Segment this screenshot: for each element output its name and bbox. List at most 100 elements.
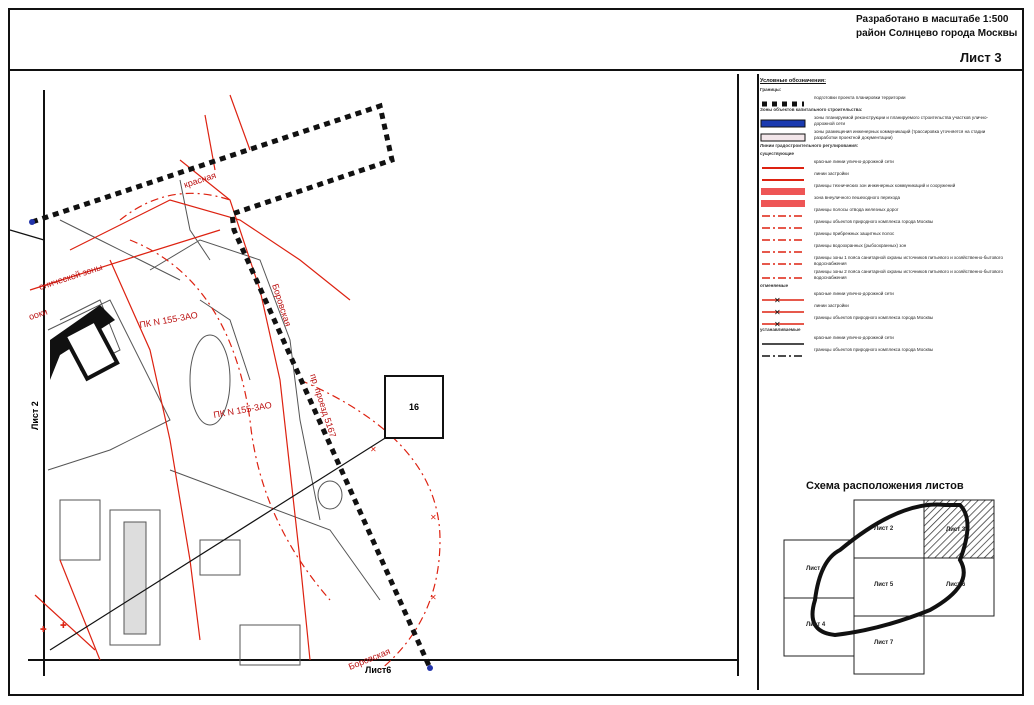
legend-section-5: устанавливаемые: [760, 327, 801, 332]
pk-label-1: ПК N 155-3АО: [139, 310, 199, 330]
legend-item-text: зоны планируемой реконструкции и планиру…: [814, 115, 989, 126]
scheme-sheet-6: Лист 6: [946, 582, 966, 588]
legend-section-2: Зоны объектов капитального строительства…: [760, 107, 863, 112]
legend-item-text: красные линии улично-дорожной сети: [814, 159, 894, 164]
passage-label: пр. проезд 5167: [308, 373, 338, 439]
legend-section-3b: существующие: [760, 151, 795, 156]
legend-symbol-icon: [760, 255, 806, 265]
svg-text:✕: ✕: [774, 320, 781, 328]
legend-item-text: границы объектов природного комплекса го…: [814, 347, 934, 352]
legend-item-text: линии застройки: [814, 171, 849, 176]
legend-symbol-icon: [760, 219, 806, 229]
legend-item-text: границы водоохранных (рыбоохранных) зон: [814, 243, 907, 248]
scheme-sheet-5: Лист 5: [874, 582, 894, 588]
existing-buildings: [47, 179, 381, 666]
legend-title: Условные обозначения:: [760, 78, 826, 84]
drawing-frame: [8, 8, 1024, 696]
header-divider: [10, 69, 1022, 71]
scheme-sheet-7: Лист 7: [874, 640, 894, 646]
legend-symbol-icon: [760, 129, 806, 142]
legend-item: красные линии улично-дорожной сети: [760, 159, 1015, 169]
legend-symbol-icon: [760, 269, 806, 279]
legend-item: ✕ границы объектов природного комплекса г…: [760, 315, 1015, 329]
legend-symbol-icon: ✕: [760, 291, 806, 305]
label-box-text: 16: [409, 402, 419, 412]
project-boundary: [31, 102, 433, 670]
svg-text:✕: ✕: [370, 445, 377, 454]
legend-item: линии застройки: [760, 171, 1015, 181]
legend-item-text: красные линии улично-дорожной сети: [814, 291, 894, 296]
scale-line: Разработано в масштабе 1:500: [856, 14, 1009, 25]
legend-item: границы объектов природного комплекса го…: [760, 347, 1015, 357]
legend-item: подготовки проекта планировки территории: [760, 95, 1015, 107]
svg-text:✚: ✚: [40, 625, 47, 634]
legend-item-text: границы прибрежных защитных полос: [814, 231, 895, 236]
legend-item: границы объектов природного комплекса го…: [760, 219, 1015, 229]
legend-symbol-icon: [760, 231, 806, 241]
building-block: [50, 305, 115, 380]
legend-symbol-icon: [760, 335, 806, 345]
legend-item-text: красные линии улично-дорожной сети: [814, 335, 894, 340]
scheme-sheet-4: Лист 4: [806, 622, 826, 628]
scheme-sheet-2: Лист 2: [874, 526, 894, 532]
svg-text:✕: ✕: [430, 593, 437, 602]
pk-label-2: ПК N 155-3АО: [213, 400, 273, 420]
legend-item-text: зоны размещения инженерных коммуникаций …: [814, 129, 986, 140]
scheme-sheet-3: Лист 3: [946, 527, 966, 533]
legend-item-text: границы объектов природного комплекса го…: [814, 219, 934, 224]
street-label-top: красная: [183, 170, 218, 190]
left-sheet-label: Лист 2: [30, 401, 40, 430]
legend-symbol-icon: [760, 195, 806, 207]
legend-symbol-icon: ✕: [760, 315, 806, 329]
legend-panel: Условные обозначения: Границы: подготовк…: [760, 78, 1015, 463]
legend-symbol-icon: [760, 183, 806, 195]
legend-item-text: границы объектов природного комплекса го…: [814, 315, 934, 320]
legend-symbol-icon: [760, 95, 806, 107]
svg-text:✕: ✕: [774, 296, 781, 304]
legend-symbol-icon: ✕: [760, 303, 806, 317]
scheme-title: Схема расположения листов: [806, 480, 964, 492]
legend-item-text: линии застройки: [814, 303, 849, 308]
legend-symbol-icon: [760, 207, 806, 217]
legend-section-1: Границы:: [760, 87, 782, 92]
legend-symbol-icon: [760, 115, 806, 128]
legend-symbol-icon: [760, 159, 806, 169]
legend-item: ✕ красные линии улично-дорожной сети: [760, 291, 1015, 305]
street-label-left2: ооки: [28, 307, 49, 322]
legend-item: границы зоны 1 пояса санитарной охраны и…: [760, 255, 1015, 266]
svg-text:✕: ✕: [430, 513, 437, 522]
district-outline: [810, 502, 970, 638]
legend-symbol-icon: [760, 171, 806, 181]
legend-section-4: отменяемые: [760, 283, 789, 288]
legend-item-text: границы зоны 2 пояса санитарной охраны и…: [814, 269, 1003, 280]
legend-item: зоны планируемой реконструкции и планиру…: [760, 115, 1015, 128]
legend-item: границы полосы отвода железных дорог: [760, 207, 1015, 217]
legend-item: зона внеуличного пешеходного перехода: [760, 195, 1015, 207]
legend-symbol-icon: [760, 243, 806, 253]
red-lines: [29, 94, 441, 671]
legend-item-text: зона внеуличного пешеходного перехода: [814, 195, 901, 200]
street-label-left: онической зоны: [38, 262, 104, 292]
legend-item-text: подготовки проекта планировки территории: [814, 95, 906, 100]
scheme-sheet-1: Лист 1: [806, 566, 826, 572]
legend-item: границы технических зон инженерных комму…: [760, 183, 1015, 195]
legend-item: зоны размещения инженерных коммуникаций …: [760, 129, 1015, 142]
legend-item-text: границы зоны 1 пояса санитарной охраны и…: [814, 255, 1003, 266]
boundary-point: [29, 219, 35, 225]
legend-item: границы водоохранных (рыбоохранных) зон: [760, 243, 1015, 253]
legend-item: границы зоны 2 пояса санитарной охраны и…: [760, 269, 1015, 280]
legend-symbol-icon: [760, 347, 806, 357]
legend-item-text: границы полосы отвода железных дорог: [814, 207, 899, 212]
bottom-sheet-label: Лист6: [365, 665, 391, 675]
legend-item: границы прибрежных защитных полос: [760, 231, 1015, 241]
boundary-point: [427, 665, 433, 671]
legend-item: красные линии улично-дорожной сети: [760, 335, 1015, 345]
label-box: [384, 375, 444, 439]
legend-item: ✕ линии застройки: [760, 303, 1015, 317]
svg-text:✕: ✕: [774, 308, 781, 316]
district-line: район Солнцево города Москвы: [856, 28, 1018, 39]
svg-text:✚: ✚: [60, 621, 67, 630]
sheet-title: Лист 3: [960, 50, 1002, 65]
legend-item-text: границы технических зон инженерных комму…: [814, 183, 956, 188]
